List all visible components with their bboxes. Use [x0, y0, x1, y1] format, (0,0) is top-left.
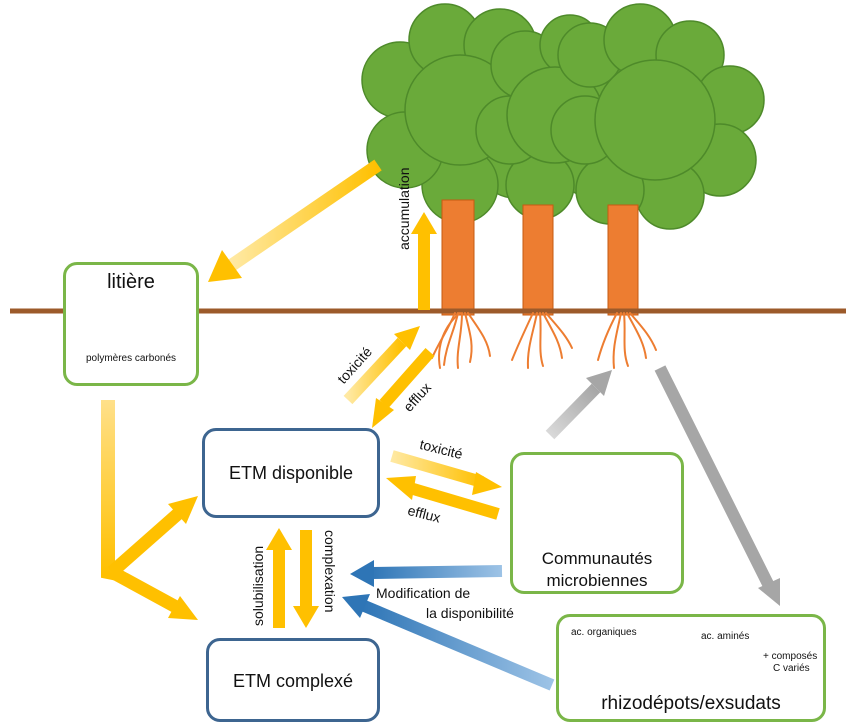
modification-label-line2: la disponibilité	[426, 605, 514, 621]
arrow-canopy-to-litter	[208, 159, 382, 282]
roots-middle	[511, 312, 573, 369]
litter-caption: polymères carbonés	[85, 353, 177, 364]
etm-complexed-box: ETM complexé	[206, 638, 380, 722]
microbes-label-line2: microbiennes	[546, 571, 648, 590]
arrow-roots-to-rhizo	[654, 365, 780, 606]
trunk-right	[607, 204, 639, 316]
other-compounds-line2: C variés	[773, 663, 810, 674]
amino-acids-label: ac. aminés	[701, 631, 750, 642]
arrow-toxicity-to-plant	[343, 326, 420, 405]
roots-left	[431, 312, 491, 369]
organic-acids-label: ac. organiques	[571, 627, 637, 638]
canopy-right	[550, 3, 765, 230]
etm-available-box: ETM disponible	[202, 428, 380, 518]
arrow-solubilisation	[266, 528, 292, 628]
microbes-box: Communautés microbiennes	[510, 452, 684, 594]
arrow-microbes-to-etm	[350, 560, 503, 587]
microbes-label-line1: Communautés	[541, 549, 653, 568]
arrow-litter-fork	[101, 400, 198, 620]
trunk-left	[441, 199, 475, 316]
arrow-efflux-from-microbes	[386, 476, 500, 520]
trunk-middle	[522, 204, 554, 316]
litter-box: litière polymères carbonés	[63, 262, 199, 386]
arrow-accumulation	[411, 212, 437, 310]
grey-arrows	[545, 365, 780, 606]
litter-title: litière	[107, 271, 155, 293]
tree-trunks	[441, 199, 639, 316]
blue-arrows	[342, 560, 555, 691]
solubilisation-label: solubilisation	[250, 545, 266, 626]
arrow-complexation	[293, 530, 319, 628]
arrow-toxicity-to-microbes	[390, 450, 502, 495]
yellow-arrows	[101, 159, 502, 628]
arrow-efflux-from-plant	[372, 348, 435, 428]
rhizodeposits-title: rhizodépots/exsudats	[601, 693, 781, 714]
etm-available-label: ETM disponible	[228, 463, 354, 483]
roots-right	[597, 312, 657, 369]
other-compounds-line1: + composés	[763, 651, 818, 662]
accumulation-label: accumulation	[396, 167, 412, 251]
tree-canopies	[361, 3, 765, 230]
complexation-label: complexation	[322, 530, 338, 613]
arrow-microbes-to-roots	[545, 370, 612, 440]
rhizodeposits-box: ac. organiques ac. aminés + composés C v…	[556, 614, 826, 722]
modification-label-line1: Modification de	[376, 585, 471, 601]
tree-roots	[431, 312, 657, 369]
etm-complexed-label: ETM complexé	[232, 671, 354, 691]
arrow-rhizo-to-etm	[342, 594, 555, 691]
